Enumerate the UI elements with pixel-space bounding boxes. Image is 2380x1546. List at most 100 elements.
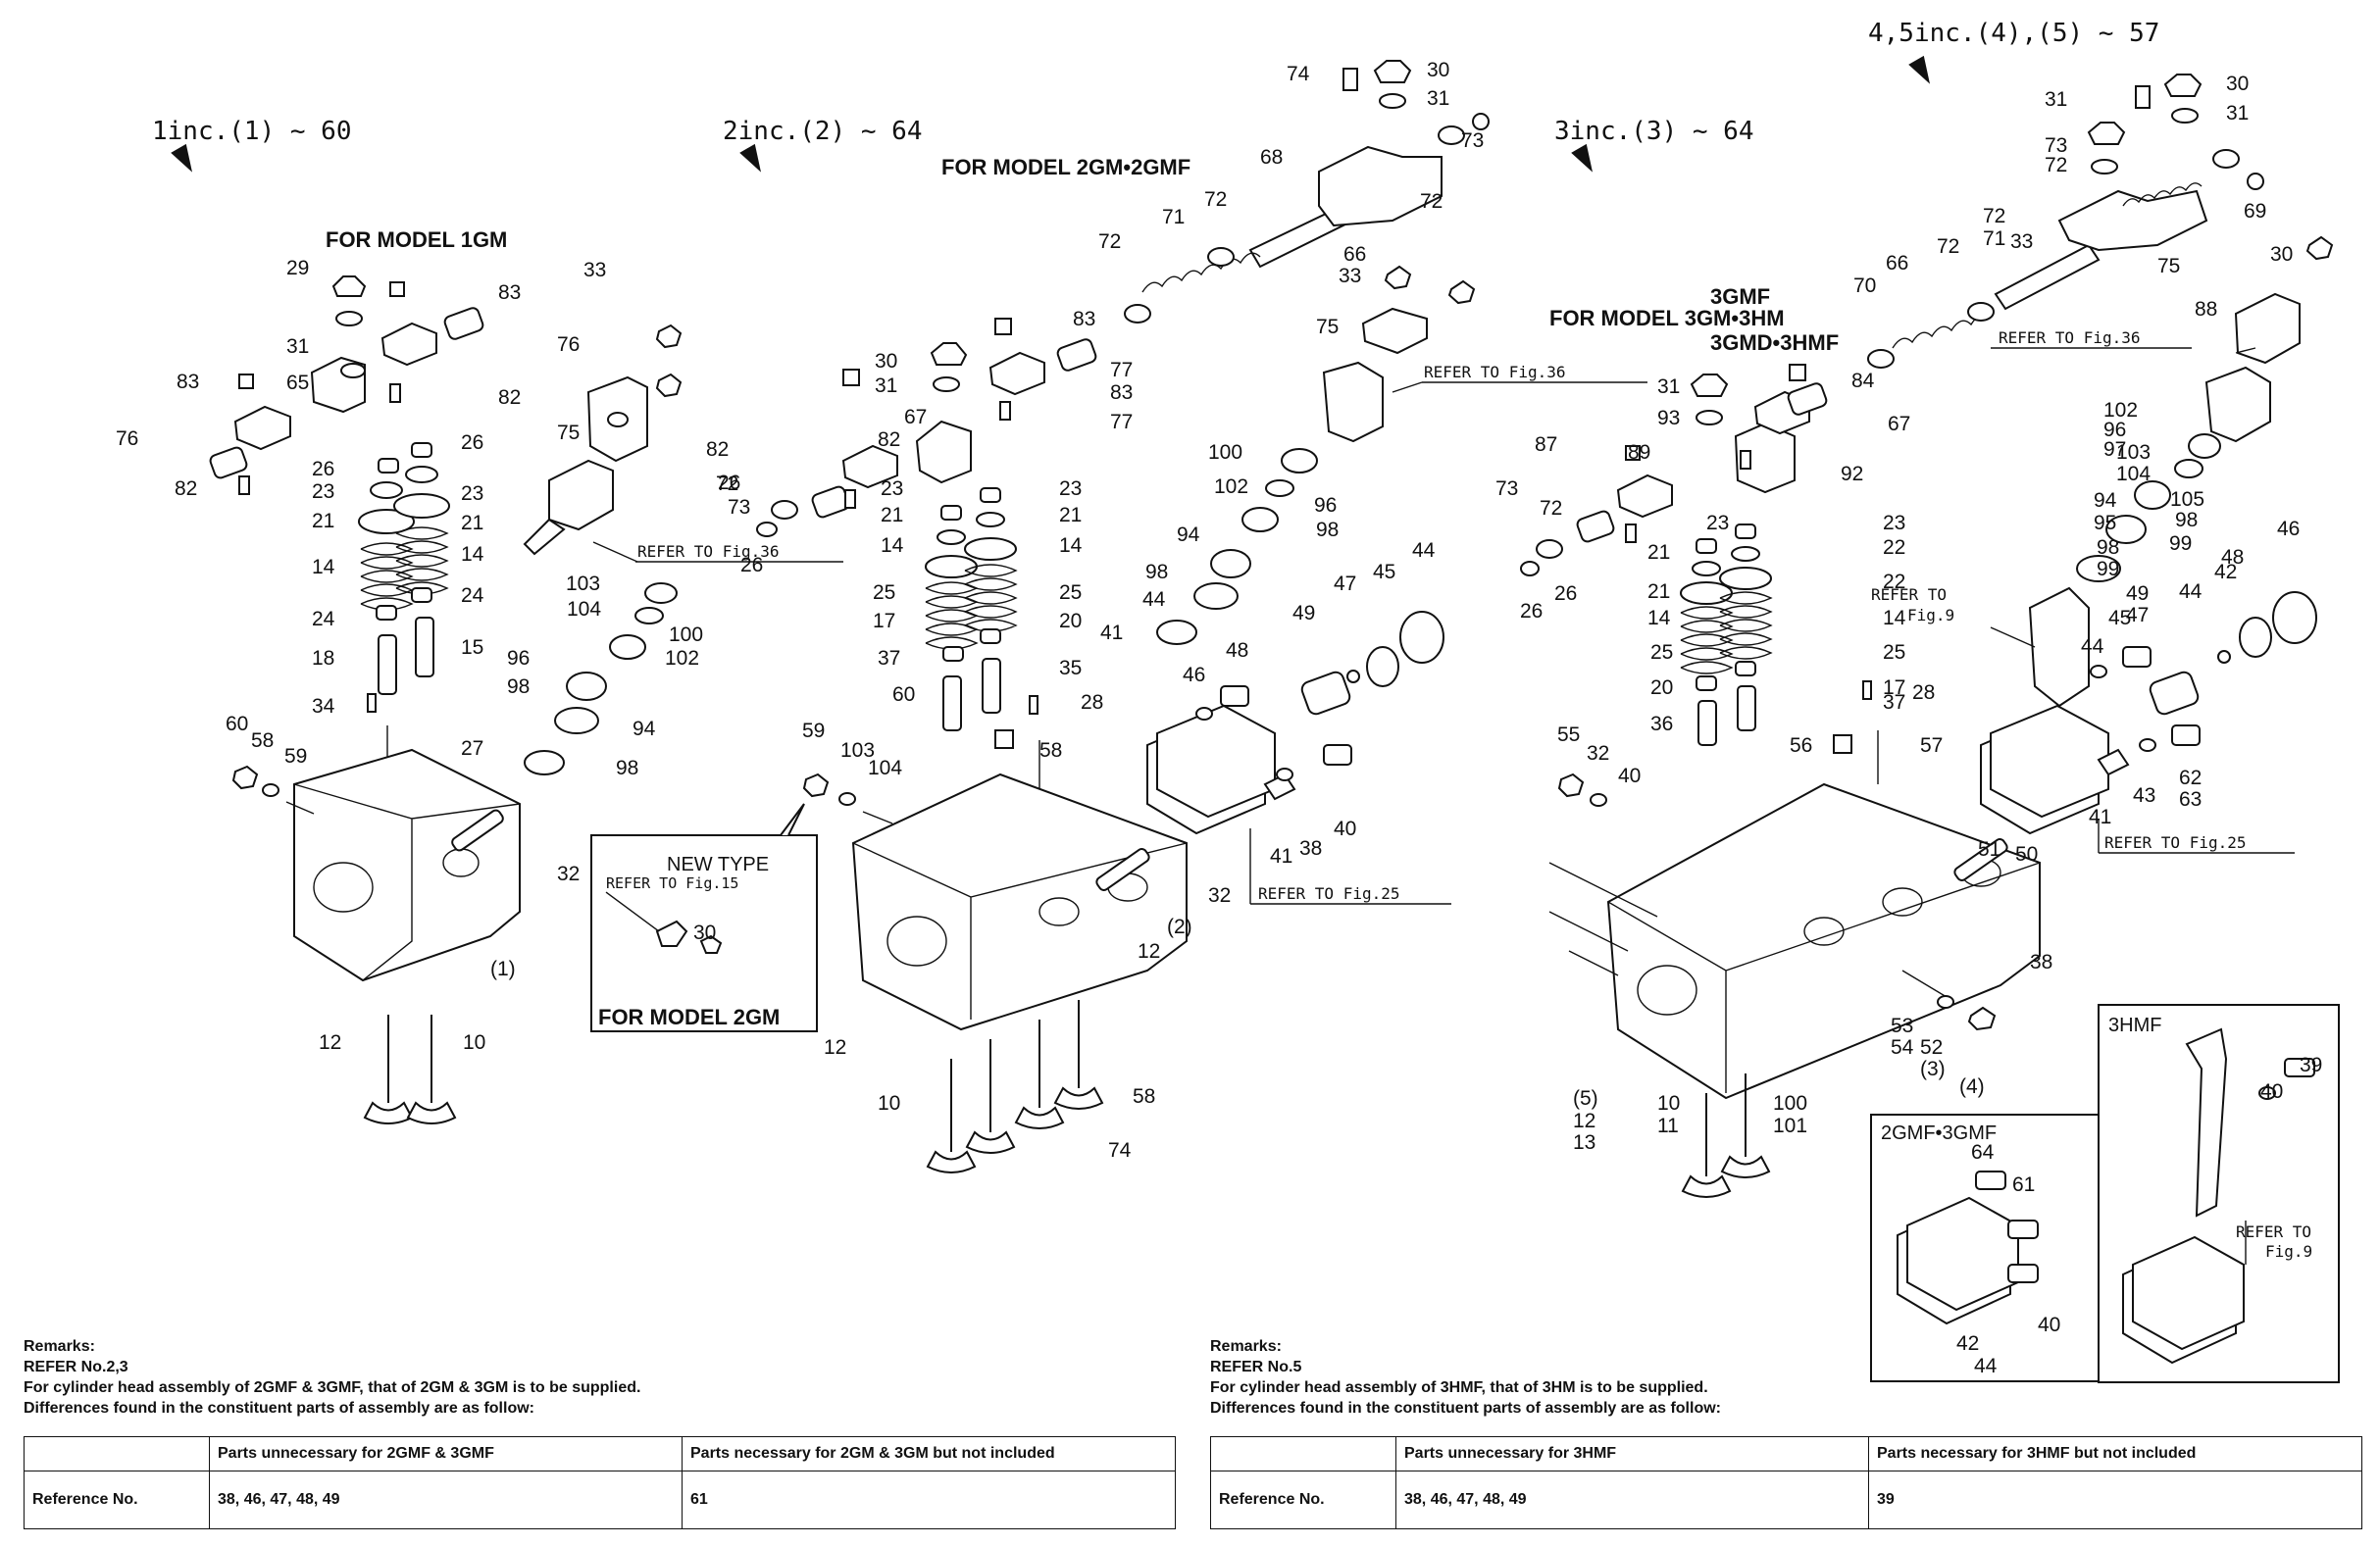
callout-2-69: 14 bbox=[881, 534, 904, 557]
plug-46 bbox=[1300, 671, 1351, 716]
new-type-label: NEW TYPE bbox=[667, 854, 769, 875]
screw-92 bbox=[1625, 524, 1637, 543]
callout-2-99: 40 bbox=[1334, 818, 1356, 840]
callout-i-191: 62 bbox=[2179, 767, 2202, 789]
callout-2-70: 14 bbox=[1059, 534, 1083, 557]
callout-2-88: 98 bbox=[1145, 561, 1168, 583]
seal-98-3 bbox=[2105, 515, 2147, 544]
callout-2-103: 12 bbox=[824, 1036, 846, 1059]
rocker-arm-right bbox=[380, 322, 437, 367]
callout-1-11: 23 bbox=[312, 480, 334, 503]
callout-3-166: 11 bbox=[1657, 1115, 1679, 1137]
callout-3-150: 57 bbox=[1920, 734, 1943, 757]
callout-3-109: 30 bbox=[2226, 73, 2249, 95]
callout-3-170: 96 bbox=[2103, 419, 2126, 441]
cylinder-head-1-edges bbox=[293, 783, 521, 981]
washer-31-2 bbox=[933, 376, 960, 392]
callout-1-34: 100 bbox=[669, 623, 703, 646]
callout-2-59: 77 bbox=[1110, 411, 1133, 433]
section-header-1: 1inc.(1) ~ 60 bbox=[152, 117, 352, 146]
callout-3-161: (4) bbox=[1959, 1075, 1985, 1098]
callout-3-110: 31 bbox=[2226, 102, 2249, 125]
bushing-88 bbox=[1787, 382, 1828, 416]
callout-2-77: 28 bbox=[1081, 691, 1103, 714]
callout-3-180: 99 bbox=[2097, 558, 2119, 580]
callout-2-48: 72 bbox=[1098, 230, 1121, 253]
remarks-right-line2: Differences found in the constituent par… bbox=[1210, 1400, 1721, 1417]
callout-2-46: 72 bbox=[1420, 190, 1443, 213]
cylinder-head-3-edges bbox=[1607, 862, 2041, 1093]
bracket-45-3 bbox=[2097, 748, 2130, 776]
washer-44-3b bbox=[2139, 738, 2156, 752]
callout-3-143: 25 bbox=[1883, 641, 1905, 664]
gasket-49-3 bbox=[2239, 617, 2272, 658]
screw-88 bbox=[1789, 364, 1806, 381]
washer-72-2c bbox=[1438, 125, 1465, 145]
studs-55-3 bbox=[1548, 862, 1658, 976]
inset-2gmf-3gmf: 2GMF•3GMF bbox=[1870, 1114, 2109, 1382]
callout-2-68: 21 bbox=[1059, 504, 1082, 526]
washer-44-2b bbox=[1276, 768, 1293, 781]
callout-2-87: 94 bbox=[1177, 524, 1200, 546]
gasket-94-3 bbox=[2076, 555, 2121, 582]
callout-3-140: 14 bbox=[1647, 607, 1671, 629]
callout-1-33: 104 bbox=[567, 598, 601, 621]
callout-2-98: 38 bbox=[1299, 837, 1322, 860]
remarks-left: Remarks: REFER No.2,3 For cylinder head … bbox=[24, 1336, 640, 1419]
rocker-support-67 bbox=[915, 420, 972, 484]
callout-3-145: 17 bbox=[1883, 676, 1905, 699]
callout-2-102: 12 bbox=[1138, 940, 1160, 963]
callout-2-97: 41 bbox=[1270, 845, 1292, 868]
callout-1-2: 31 bbox=[286, 335, 309, 358]
callout-1-24: 59 bbox=[284, 745, 307, 768]
callout-3-172: 103 bbox=[2116, 441, 2151, 464]
callout-3-142: 25 bbox=[1650, 641, 1673, 664]
cap-47-3 bbox=[2272, 591, 2317, 644]
assembly-3gm bbox=[1520, 74, 2334, 1198]
callout-3-157: 53 bbox=[1891, 1015, 1913, 1037]
callout-3-164: 13 bbox=[1573, 1131, 1595, 1154]
cylinder-head-2 bbox=[851, 773, 1188, 1031]
callout-2-84: 102 bbox=[1214, 475, 1248, 498]
callout-2-43: 73 bbox=[1461, 129, 1484, 152]
pin-34 bbox=[367, 693, 377, 713]
washer-72-3b bbox=[1867, 349, 1895, 369]
refer-fig9-2-line2: Fig.9 bbox=[2265, 1242, 2312, 1261]
callout-3-107: 30 bbox=[693, 922, 716, 944]
callout-2-83: 100 bbox=[1208, 441, 1242, 464]
bushing-2-right bbox=[1056, 338, 1097, 372]
callout-3-135: 23 bbox=[1883, 512, 1905, 534]
callout-2-91: 46 bbox=[1183, 664, 1205, 686]
callout-1-39: 98 bbox=[616, 757, 638, 779]
screw-82-2-left bbox=[844, 489, 856, 509]
valve-12-left bbox=[363, 1015, 414, 1124]
callout-3-108: 31 bbox=[2045, 88, 2067, 111]
callout-2-61: 72 bbox=[716, 473, 738, 495]
callout-2-100: 32 bbox=[1208, 884, 1231, 907]
callout-2-72: 25 bbox=[1059, 581, 1082, 604]
callout-2-101: (2) bbox=[1167, 916, 1192, 938]
pin-35 bbox=[1029, 695, 1038, 715]
valves-3gm bbox=[1681, 1073, 1771, 1198]
head-3-port-3 bbox=[1882, 887, 1923, 917]
callout-1-30: 33 bbox=[583, 259, 606, 281]
callout-2-55: 31 bbox=[875, 374, 897, 397]
callout-1-10: 26 bbox=[461, 431, 483, 454]
callout-2-50: 33 bbox=[1339, 265, 1361, 287]
callout-2-94: 47 bbox=[1334, 573, 1356, 595]
callout-2-41: 30 bbox=[1427, 59, 1449, 81]
callout-i-198: 39 bbox=[2300, 1054, 2322, 1076]
gasket-94-2 bbox=[1193, 582, 1239, 610]
callout-1-35: 102 bbox=[665, 647, 699, 670]
stem-seal-37-3 bbox=[1833, 734, 1852, 754]
callout-2-63: 26 bbox=[740, 554, 763, 576]
callout-1-5: 83 bbox=[177, 371, 199, 393]
rocker-arm-left bbox=[233, 405, 291, 451]
stud-50-51 bbox=[1901, 970, 1952, 1001]
washer-48 bbox=[1346, 670, 1360, 683]
inset-3hmf-title: 3HMF bbox=[2108, 1015, 2161, 1036]
callout-2-104: 10 bbox=[878, 1092, 900, 1115]
injector-body bbox=[548, 459, 614, 531]
callout-3-134: 23 bbox=[1706, 512, 1729, 534]
